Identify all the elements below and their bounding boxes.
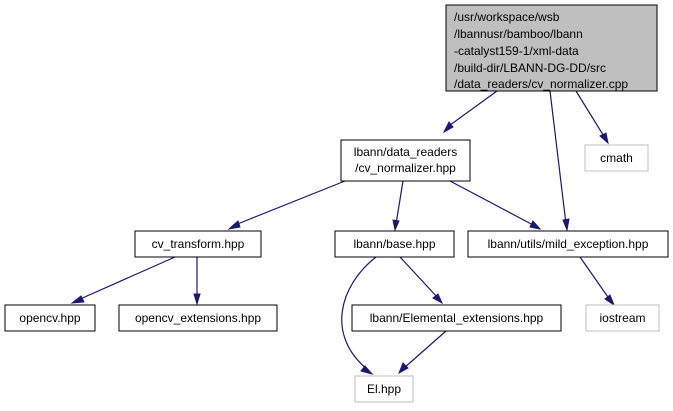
node-opencv-hpp-label: opencv.hpp — [19, 311, 80, 325]
node-base-hpp-label: lbann/base.hpp — [353, 237, 435, 251]
node-root-line-5: /data_readers/cv_normalizer.cpp — [454, 77, 628, 91]
node-root-cv-normalizer-cpp[interactable]: /usr/workspace/wsb /lbannusr/bamboo/lban… — [445, 4, 658, 92]
node-cmath[interactable]: cmath — [584, 144, 649, 172]
node-cv-transform-hpp-label: cv_transform.hpp — [152, 237, 245, 251]
node-root-line-3: -catalyst159-1/xml-data — [454, 44, 579, 58]
edge-cv-normalizer-to-mild-exception — [449, 180, 542, 230]
node-root-line-4: /build-dir/LBANN-DG-DD/src — [454, 61, 606, 75]
node-mild-exception-hpp[interactable]: lbann/utils/mild_exception.hpp — [467, 230, 669, 258]
node-opencv-hpp[interactable]: opencv.hpp — [4, 304, 96, 332]
node-cv-normalizer-hpp-line-1: lbann/data_readers — [354, 145, 457, 159]
node-cv-normalizer-hpp[interactable]: lbann/data_readers /cv_normalizer.hpp — [340, 139, 471, 182]
edge-elemental-extensions-to-el — [398, 330, 447, 375]
node-elemental-extensions-hpp[interactable]: lbann/Elemental_extensions.hpp — [351, 304, 562, 332]
edge-root-to-mild-exception-hpp — [549, 90, 570, 232]
node-root-line-2: /lbannusr/bamboo/lbann — [454, 27, 583, 41]
edge-cv-transform-to-opencv-extensions — [193, 257, 201, 306]
node-iostream[interactable]: iostream — [585, 304, 660, 332]
edge-cv-normalizer-to-cv-transform — [227, 180, 346, 230]
node-cmath-label: cmath — [600, 151, 633, 165]
node-mild-exception-hpp-label: lbann/utils/mild_exception.hpp — [488, 237, 649, 251]
node-elemental-extensions-hpp-label: lbann/Elemental_extensions.hpp — [370, 311, 544, 325]
node-root-line-1: /usr/workspace/wsb — [454, 10, 560, 24]
node-iostream-label: iostream — [599, 311, 645, 325]
edge-cv-transform-to-opencv — [70, 256, 176, 304]
edge-cv-normalizer-to-base — [392, 180, 404, 232]
node-opencv-extensions-hpp[interactable]: opencv_extensions.hpp — [118, 304, 278, 332]
edge-root-to-cv-normalizer-hpp — [442, 90, 498, 134]
edge-mild-exception-to-iostream — [579, 256, 616, 307]
node-el-hpp[interactable]: El.hpp — [354, 375, 414, 403]
edge-base-to-el — [341, 256, 377, 375]
edge-root-to-cmath — [575, 90, 609, 145]
node-cv-normalizer-hpp-line-2: /cv_normalizer.hpp — [355, 161, 456, 175]
edge-base-to-elemental-extensions — [399, 256, 444, 305]
node-el-hpp-label: El.hpp — [367, 382, 401, 396]
node-cv-transform-hpp[interactable]: cv_transform.hpp — [134, 230, 262, 258]
node-opencv-extensions-hpp-label: opencv_extensions.hpp — [135, 311, 261, 325]
node-base-hpp[interactable]: lbann/base.hpp — [334, 230, 455, 258]
